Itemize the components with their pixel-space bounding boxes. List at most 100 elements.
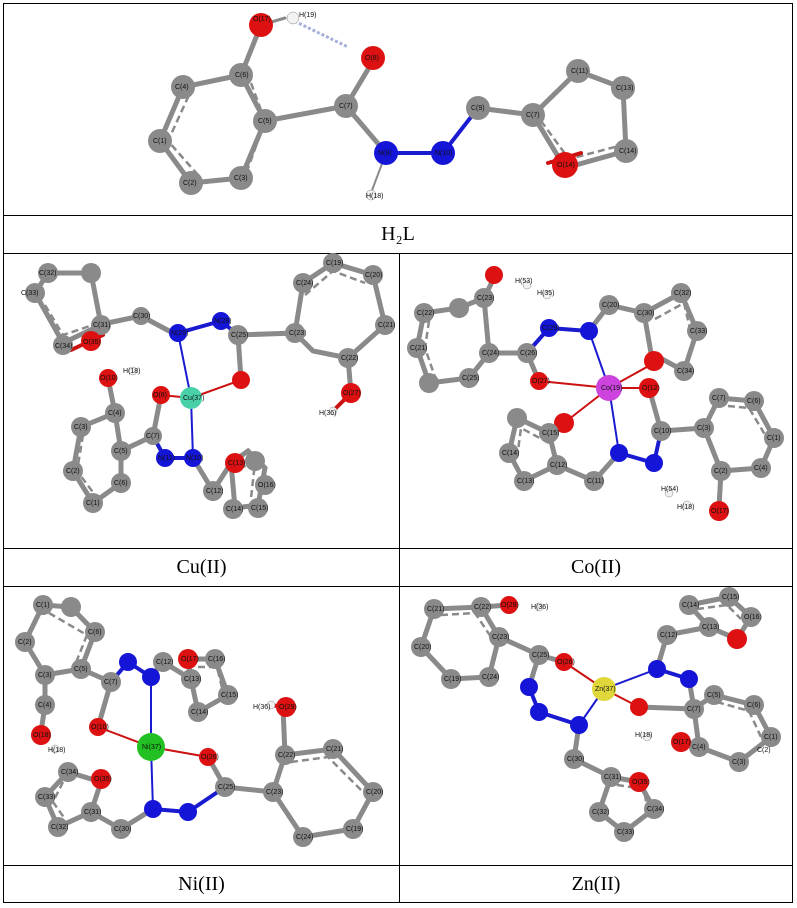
atom-label: C(6) [747, 702, 761, 709]
atom-label: C(32) [39, 270, 57, 277]
ligand-label: H₂L [4, 216, 792, 253]
co-atoms [407, 266, 784, 521]
atom-label: C(15) [542, 430, 560, 437]
atom-label: C(11) [587, 478, 604, 485]
atom-label: C(15) [722, 594, 740, 601]
atom-label: H(35) [537, 290, 555, 297]
atom-label: C(34) [55, 343, 73, 350]
atom-label: C(32) [592, 809, 610, 816]
atom-label: N(10) [186, 455, 204, 462]
atom-label: C(21) [427, 606, 445, 613]
atom-label: C(20) [365, 272, 383, 279]
atom-label: O(17) [253, 16, 271, 23]
atom-label: C(6) [235, 72, 249, 79]
atom-label: C(7) [104, 679, 118, 686]
atom-label: C(20) [602, 302, 620, 309]
ligand-molecule: O(17) H(19) O(8) C(6) C(4) C(5) C(7) C(1… [148, 11, 638, 201]
atom-label: C(30) [567, 756, 585, 763]
row-divider [4, 865, 792, 866]
atom-label: C(24) [296, 280, 314, 287]
atom-label: C(15) [221, 692, 239, 699]
atom-label: C(7) [687, 706, 701, 713]
atom-label: Zn(37) [595, 686, 616, 693]
atom-label: O(8) [365, 55, 379, 62]
atom-label: C(2) [183, 180, 197, 187]
cu-atoms [25, 253, 395, 519]
atom-label: C(3) [234, 175, 248, 182]
atom-label: C(22) [474, 604, 492, 611]
atom-label: C(14) [226, 506, 244, 513]
atom-label: C(2) [757, 747, 771, 754]
atom-label: C(26) [520, 350, 538, 357]
atom-label: C(23) [477, 295, 495, 302]
atom-label: C(5) [707, 692, 721, 699]
atom-label: C(24) [482, 350, 500, 357]
atom-label: C(23) [289, 330, 307, 337]
atom-label: C(14) [682, 602, 700, 609]
atom-label: C(4) [108, 410, 122, 417]
atom-label: H(36) [319, 410, 337, 417]
atom-label: C(3) [74, 424, 88, 431]
atom-label: C(19) [444, 676, 462, 683]
atom-label: C(6) [88, 629, 102, 636]
atom-label: C(13) [517, 478, 535, 485]
atom-label: O(10) [91, 724, 109, 731]
atom-label: O(29) [501, 602, 519, 609]
atom-label: C(25) [532, 652, 550, 659]
ligand-atoms [148, 11, 638, 201]
atom-label: C(7) [712, 395, 726, 402]
atom-label: C(11) [571, 68, 588, 75]
atom-label: C(16) [208, 656, 226, 663]
atom-label: Cu(37) [183, 395, 204, 402]
atom-label: C(12) [550, 462, 568, 469]
cu-label-text: Cu(II) [176, 556, 227, 578]
atom-label: H(54) [661, 486, 679, 493]
atom-label: C(20) [366, 789, 384, 796]
atom-label: C(23) [266, 789, 284, 796]
atom-label: O(17) [711, 508, 729, 515]
atom-label: C(1) [153, 138, 167, 145]
ni-complex-molecule: C(1) C(2) C(6) C(3) C(5) C(4) C(7) C(12)… [15, 595, 384, 847]
atom-label: C(22) [341, 355, 359, 362]
atom-label: C(21) [378, 322, 396, 329]
atom-label: C(1) [764, 734, 778, 741]
atom-label: O(14) [557, 162, 575, 169]
atom-label: C(20) [414, 644, 432, 651]
atom-label: O(35) [83, 339, 101, 346]
atom-label: C(4) [175, 84, 189, 91]
atom-label: C(25) [462, 375, 480, 382]
atom-label: O(17) [673, 739, 691, 746]
atom-label: O(27) [343, 390, 361, 397]
atom-label: C(31) [84, 809, 102, 816]
atom-label: H(18) [366, 193, 384, 200]
atom-label: O(27) [532, 378, 550, 385]
atom-label: C(12) [660, 632, 678, 639]
atom-label: C(30) [637, 310, 655, 317]
cu-label: Cu(II) [4, 549, 399, 586]
atom-label: H(18) [677, 504, 695, 511]
atom-label: O(35) [632, 779, 650, 786]
atom-label: O(16) [258, 482, 276, 489]
atom-label: H(36) [531, 604, 549, 611]
atom-label: C(33) [38, 794, 56, 801]
ni-atoms [15, 595, 383, 847]
atom-label: C(9) [471, 105, 485, 112]
zn-complex-molecule: C(21) O(29) H(36) C(20) C(22) C(19) C(23… [411, 587, 781, 842]
atom-label: C(4) [692, 744, 706, 751]
atom-label: C(5) [114, 448, 128, 455]
zn-label-text: Zn(II) [571, 873, 621, 895]
atom-label: C(3) [38, 672, 52, 679]
atom-label: C(21) [326, 746, 344, 753]
atom-label: Ni(37) [142, 744, 161, 751]
ni-label-text: Ni(II) [178, 873, 225, 895]
atom-label: C(14) [502, 450, 520, 457]
atom-label: C(6) [747, 398, 761, 405]
atom-label: C(21) [410, 345, 428, 352]
atom-label: C(23) [492, 634, 510, 641]
atom-label: O(16) [744, 614, 762, 621]
atom-label: C(1) [767, 435, 781, 442]
atom-label: C(7) [146, 433, 160, 440]
atom-label: C(33) [617, 829, 635, 836]
column-divider [399, 253, 400, 903]
atom-label: C(10) [654, 428, 672, 435]
